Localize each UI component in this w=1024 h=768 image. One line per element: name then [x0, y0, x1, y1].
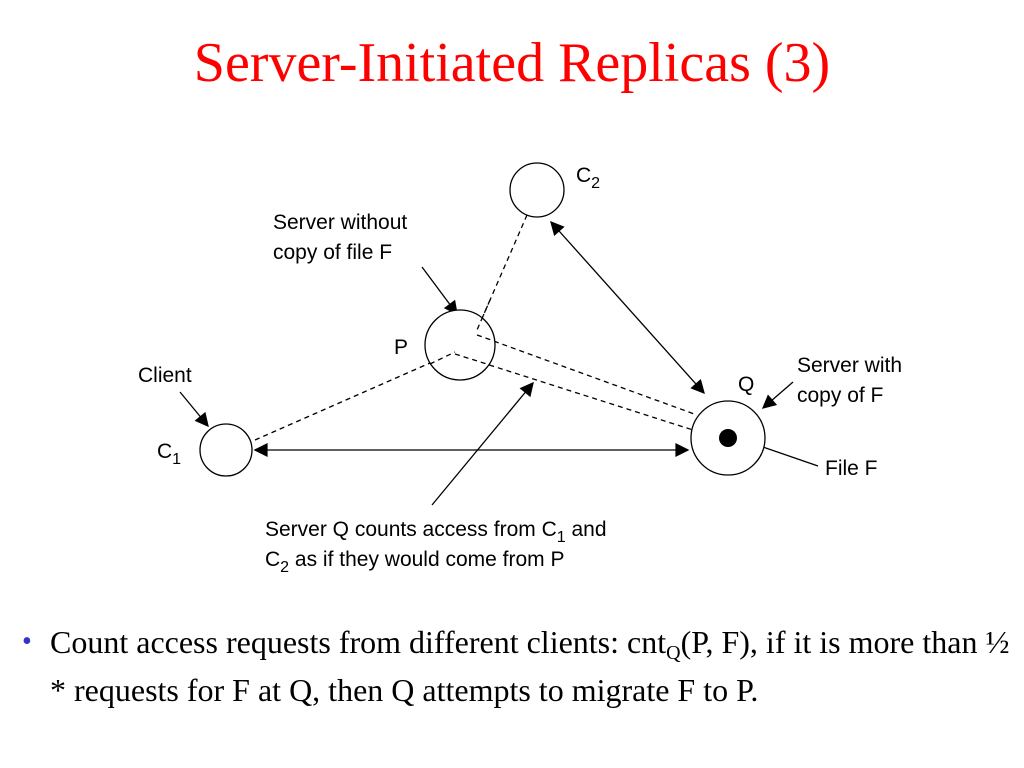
- annotation-note-line1: Server Q counts access from C1 and: [265, 518, 607, 546]
- pointer-client: [179, 391, 209, 428]
- slide-title: Server-Initiated Replicas (3): [193, 32, 831, 94]
- node-c1: [199, 423, 253, 477]
- label-p: P: [394, 336, 408, 359]
- dashed-c1-to-p: [254, 351, 456, 441]
- annotation-server-with-1: Server with: [797, 354, 902, 377]
- annotation-file-f: File F: [825, 457, 878, 480]
- label-c2: C2: [576, 164, 600, 192]
- annotation-client: Client: [138, 364, 192, 387]
- pointer-server-without: [421, 266, 458, 316]
- pointer-note: [431, 381, 534, 506]
- dashed-c2-to-p-inner: [476, 299, 491, 331]
- annotation-server-with-2: copy of F: [797, 384, 883, 407]
- dashed-p-upper-inner: [476, 334, 495, 342]
- bullet-item: • Count access requests from different c…: [22, 618, 1012, 714]
- dashed-p-to-q-upper: [476, 334, 698, 416]
- annotation-note-line2: C2 as if they would come from P: [265, 548, 565, 576]
- bullet-text: Count access requests from different cli…: [50, 624, 1010, 708]
- file-f-dot: [719, 429, 737, 447]
- bullet-marker: •: [22, 626, 32, 657]
- node-p: [424, 309, 496, 381]
- dashed-c1-to-p-inner: [429, 351, 456, 365]
- dashed-p-lower-inner: [454, 353, 491, 366]
- annotation-server-without-1: Server without: [273, 211, 407, 234]
- label-c1: C1: [157, 440, 181, 468]
- annotation-server-without-2: copy of file F: [273, 241, 392, 264]
- dashed-p-to-q-lower: [454, 353, 694, 431]
- pointer-server-with: [761, 381, 794, 409]
- node-c2: [509, 162, 565, 218]
- dashed-c2-to-p: [476, 214, 528, 331]
- label-q: Q: [738, 373, 754, 396]
- arrow-c2-to-q: [550, 220, 705, 395]
